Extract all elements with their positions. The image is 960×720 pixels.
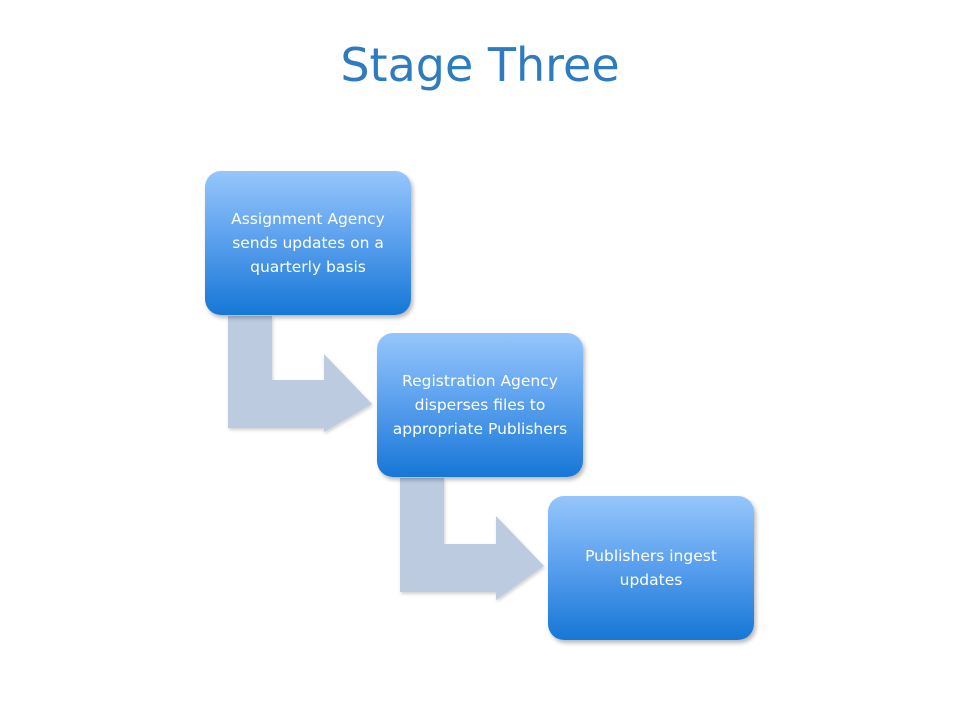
step-label: Assignment Agency sends updates on a qua… <box>231 210 385 276</box>
slide-title: Stage Three <box>340 38 620 92</box>
step-box-assignment-agency: Assignment Agency sends updates on a qua… <box>205 171 411 315</box>
step-label: Registration Agency disperses files to a… <box>392 372 568 438</box>
bent-arrow-2 <box>400 478 544 600</box>
bent-arrow-1 <box>228 316 372 432</box>
step-label: Publishers ingest updates <box>585 547 717 589</box>
step-box-registration-agency: Registration Agency disperses files to a… <box>377 333 583 477</box>
step-box-publishers: Publishers ingest updates <box>548 496 754 640</box>
